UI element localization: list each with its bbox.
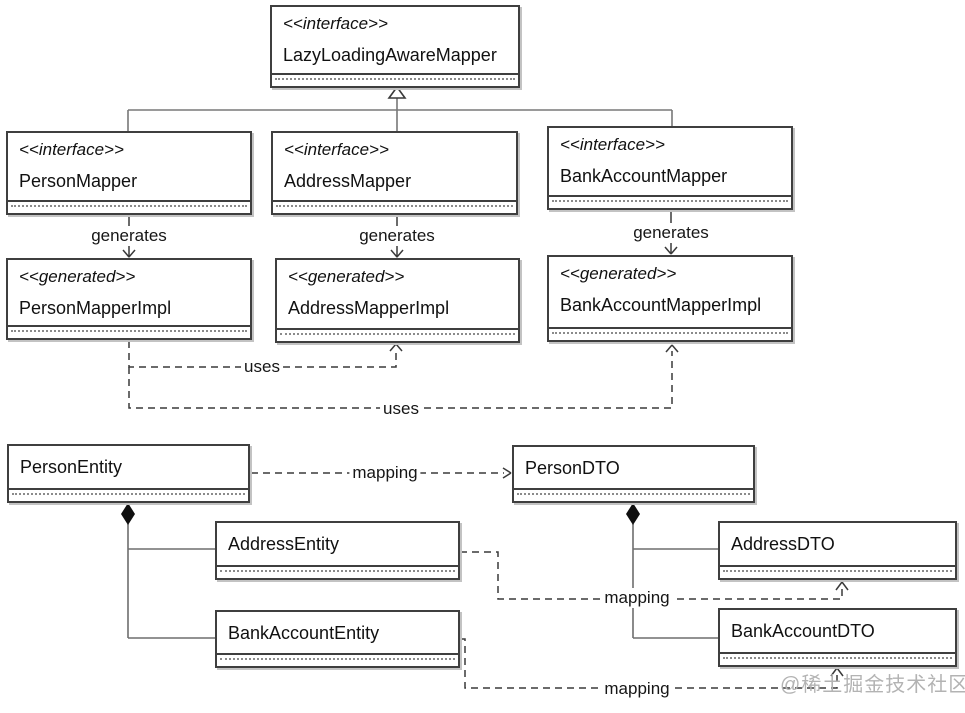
- edge-label-uses: uses: [241, 357, 283, 377]
- watermark-text: @稀土掘金技术社区: [780, 674, 965, 696]
- composition-diamond-icon: [626, 503, 640, 525]
- stereotype-label: <<interface>>: [284, 140, 389, 159]
- empty-compartment: [273, 200, 516, 213]
- composition-diamond-icon: [121, 503, 135, 525]
- class-box-addressmapper: <<interface>> AddressMapper: [271, 131, 518, 215]
- edge-label-generates: generates: [356, 226, 438, 246]
- stereotype-label: <<interface>>: [19, 140, 124, 159]
- empty-compartment: [8, 200, 250, 213]
- class-name: AddressMapperImpl: [288, 298, 450, 318]
- empty-compartment: [8, 325, 250, 338]
- class-name: BankAccountEntity: [228, 623, 380, 643]
- empty-compartment: [720, 652, 955, 665]
- class-name: LazyLoadingAwareMapper: [283, 45, 497, 65]
- class-box-addressdto: AddressDTO: [718, 521, 957, 580]
- mapping-arrowheads: [502, 467, 849, 677]
- class-name: PersonMapperImpl: [19, 298, 172, 318]
- stereotype-label: <<generated>>: [560, 264, 677, 283]
- empty-compartment: [720, 565, 955, 578]
- class-name: AddressMapper: [284, 171, 412, 191]
- class-name: BankAccountDTO: [731, 621, 875, 641]
- class-name: BankAccountMapper: [560, 166, 728, 186]
- class-box-bankaccountentity: BankAccountEntity: [215, 610, 460, 668]
- class-box-bankaccountmapperimpl: <<generated>> BankAccountMapperImpl: [547, 255, 793, 342]
- empty-compartment: [549, 327, 791, 340]
- empty-compartment: [217, 653, 458, 666]
- empty-compartment: [217, 565, 458, 578]
- class-name: PersonEntity: [20, 457, 123, 477]
- class-name: BankAccountMapperImpl: [560, 295, 762, 315]
- class-box-bankaccountmapper: <<interface>> BankAccountMapper: [547, 126, 793, 210]
- class-name: PersonMapper: [19, 171, 138, 191]
- stereotype-label: <<interface>>: [283, 14, 388, 33]
- uses-edges: [128, 341, 673, 409]
- edge-label-uses: uses: [380, 399, 422, 419]
- class-box-personmapperimpl: <<generated>> PersonMapperImpl: [6, 258, 252, 340]
- empty-compartment: [514, 488, 753, 501]
- uses-arrowheads: [389, 343, 679, 353]
- class-name: AddressEntity: [228, 534, 340, 554]
- class-box-personentity: PersonEntity: [7, 444, 250, 503]
- composition-lines-entity: [127, 524, 215, 639]
- edge-label-mapping: mapping: [601, 588, 673, 608]
- stereotype-label: <<generated>>: [19, 267, 136, 286]
- class-box-bankaccountdto: BankAccountDTO: [718, 608, 957, 667]
- edge-label-mapping: mapping: [349, 463, 421, 483]
- class-box-persondto: PersonDTO: [512, 445, 755, 503]
- generalization-triangle-icon: [387, 85, 407, 99]
- class-name: AddressDTO: [731, 534, 835, 554]
- class-name: PersonDTO: [525, 458, 620, 478]
- edge-label-mapping: mapping: [601, 679, 673, 699]
- empty-compartment: [277, 328, 518, 341]
- class-box-addressentity: AddressEntity: [215, 521, 460, 580]
- stereotype-label: <<generated>>: [288, 267, 405, 286]
- empty-compartment: [9, 488, 248, 501]
- stereotype-label: <<interface>>: [560, 135, 665, 154]
- composition-lines-dto: [632, 524, 718, 639]
- generalization-bus: [127, 98, 673, 131]
- class-box-lazyloadingawaremapper: <<interface>> LazyLoadingAwareMapper: [270, 5, 520, 88]
- edge-label-generates: generates: [88, 226, 170, 246]
- empty-compartment: [549, 195, 791, 208]
- class-box-personmapper: <<interface>> PersonMapper: [6, 131, 252, 215]
- empty-compartment: [272, 73, 518, 86]
- edge-label-generates: generates: [630, 223, 712, 243]
- class-box-addressmapperimpl: <<generated>> AddressMapperImpl: [275, 258, 520, 343]
